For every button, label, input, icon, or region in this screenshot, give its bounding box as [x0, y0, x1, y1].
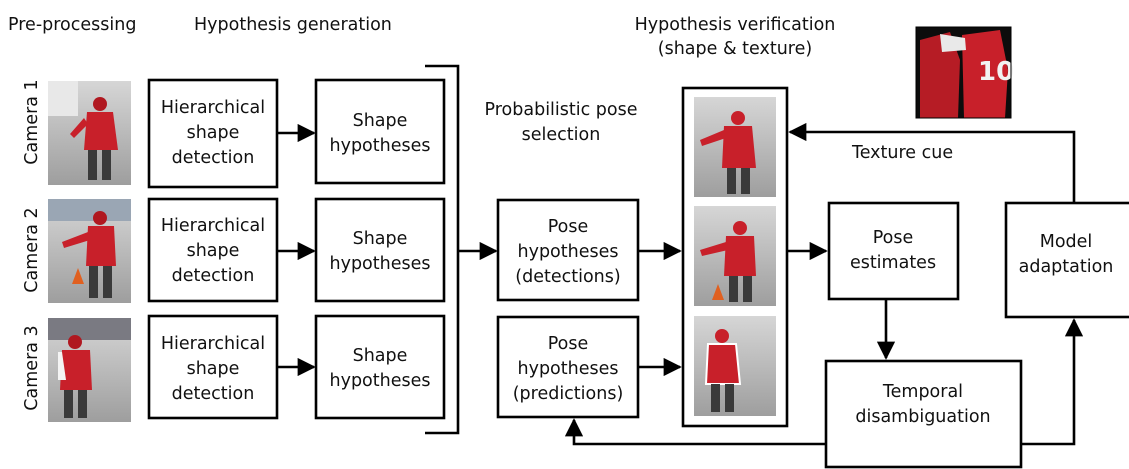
shape-line1: Shape	[353, 229, 408, 249]
pose-detections-line2: hypotheses	[518, 242, 619, 262]
header-preprocessing: Pre-processing	[8, 15, 136, 35]
shape-line2: hypotheses	[330, 136, 431, 156]
texture-image: 10	[915, 26, 1014, 119]
detection-line3: detection	[172, 266, 255, 286]
detection-box-2: Hierarchical shape detection	[147, 197, 279, 303]
texture-cue-label: Texture cue	[851, 143, 953, 163]
model-adaptation-line2: adaptation	[1019, 257, 1114, 277]
shape-line1: Shape	[353, 346, 408, 366]
detection-box-1: Hierarchical shape detection	[147, 78, 279, 189]
header-verification-line1: Hypothesis verification	[635, 15, 836, 35]
pose-predictions-line1: Pose	[548, 334, 589, 354]
header-verification-line2: (shape & texture)	[658, 39, 812, 59]
pose-estimates-line1: Pose	[873, 228, 914, 248]
pose-predictions-line3: (predictions)	[513, 384, 624, 404]
temporal-box: Temporal disambiguation	[824, 359, 1023, 469]
pose-detections-box: Pose hypotheses (detections)	[496, 198, 640, 302]
camera-label-3: Camera 3	[22, 325, 42, 410]
detection-line1: Hierarchical	[161, 334, 265, 354]
detection-line3: detection	[172, 148, 255, 168]
verification-panel	[681, 86, 789, 428]
detection-line1: Hierarchical	[161, 216, 265, 236]
header-probabilistic-line2: selection	[522, 125, 601, 145]
camera-photo-1	[48, 81, 131, 185]
arrow-texture-cue	[788, 122, 1076, 203]
temporal-line1: Temporal	[882, 382, 963, 402]
detection-line2: shape	[187, 359, 240, 379]
camera-photo-3	[48, 318, 131, 422]
pose-detections-line3: (detections)	[515, 267, 620, 287]
temporal-line2: disambiguation	[855, 407, 990, 427]
verification-photo-2	[694, 206, 776, 306]
grouping-bracket	[425, 64, 460, 435]
pose-estimates-line2: estimates	[850, 253, 936, 273]
detection-line3: detection	[172, 384, 255, 404]
shape-line2: hypotheses	[330, 371, 431, 391]
shape-line2: hypotheses	[330, 254, 431, 274]
detection-line2: shape	[187, 123, 240, 143]
camera-label-1: Camera 1	[22, 79, 42, 164]
detection-box-3: Hierarchical shape detection	[147, 314, 279, 420]
detection-line1: Hierarchical	[161, 98, 265, 118]
pose-estimates-box: Pose estimates	[827, 201, 960, 301]
pose-predictions-line2: hypotheses	[518, 359, 619, 379]
model-adaptation-box: Model adaptation	[1004, 201, 1129, 319]
verification-photo-1	[694, 97, 776, 197]
texture-number: 10	[978, 57, 1014, 87]
arrow-temporal-adaptation	[1021, 318, 1084, 446]
camera-label-2: Camera 2	[22, 207, 42, 292]
model-adaptation-line1: Model	[1040, 232, 1093, 252]
pose-predictions-box: Pose hypotheses (predictions)	[496, 315, 640, 419]
camera-photo-2	[48, 199, 131, 303]
shape-line1: Shape	[353, 111, 408, 131]
detection-line2: shape	[187, 241, 240, 261]
pose-detections-line1: Pose	[548, 217, 589, 237]
arrow-temporal-predictions	[564, 418, 826, 446]
shape-box-2: Shape hypotheses	[314, 197, 446, 303]
shape-box-3: Shape hypotheses	[314, 314, 446, 420]
header-probabilistic-line1: Probabilistic pose	[484, 100, 637, 120]
verification-photo-3	[694, 316, 776, 416]
shape-box-1: Shape hypotheses	[314, 78, 446, 185]
header-hypothesis-generation: Hypothesis generation	[194, 15, 392, 35]
